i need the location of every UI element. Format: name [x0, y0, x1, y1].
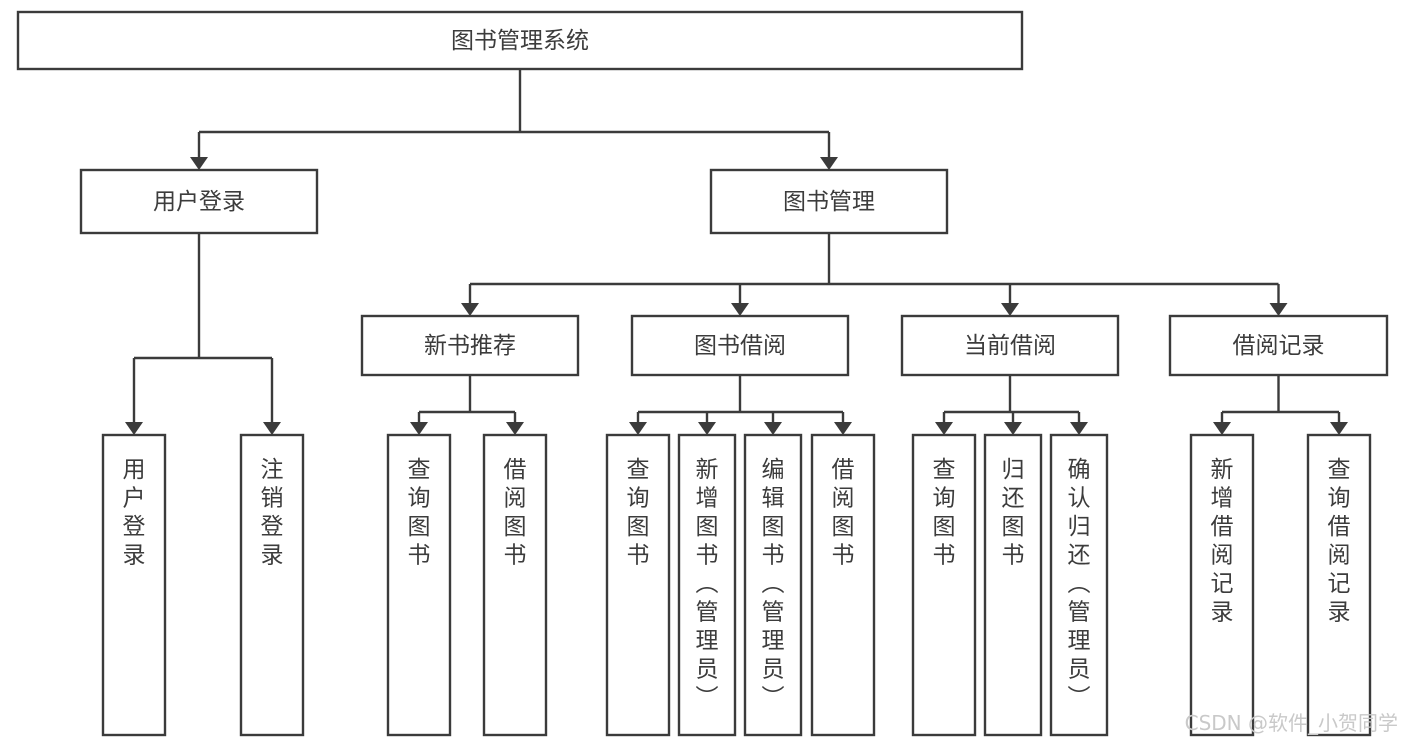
arrow-head-icon [834, 422, 852, 435]
node-box-leaf-borrow-book-1 [482, 433, 548, 737]
node-leaf-borrow-book-1[interactable]: 借阅图书 [482, 433, 548, 737]
arrow-head-icon [1269, 303, 1288, 316]
node-box-l3-current-borrow [900, 314, 1120, 377]
node-box-leaf-confirm-return [1049, 433, 1109, 737]
node-label-l3-new-book-rec: 新书推荐 [424, 333, 516, 359]
arrow-head-icon [461, 303, 479, 316]
node-label-l3-current-borrow: 当前借阅 [964, 333, 1056, 359]
node-label-l3-borrow-record: 借阅记录 [1233, 333, 1325, 359]
node-label-leaf-user-login: 用户登录 [123, 457, 146, 568]
node-box-l2-book-manage [709, 168, 949, 235]
node-label-leaf-edit-book: 编辑图书︵管理员︶ [762, 457, 785, 711]
csdn-watermark: CSDN @软件_小贺同学 [1185, 711, 1398, 735]
arrow-head-icon [820, 157, 838, 170]
node-leaf-query-book-1[interactable]: 查询图书 [386, 433, 452, 737]
node-label-root: 图书管理系统 [451, 28, 589, 54]
node-box-leaf-borrow-book-2 [810, 433, 876, 737]
node-box-l3-book-borrow [630, 314, 850, 377]
nodes-layer: 图书管理系统用户登录图书管理新书推荐图书借阅当前借阅借阅记录用户登录注销登录查询… [16, 10, 1389, 737]
node-box-leaf-add-record [1189, 433, 1255, 737]
node-box-l2-user-login [79, 168, 319, 235]
node-label-leaf-return-book: 归还图书 [1002, 457, 1025, 568]
node-label-leaf-query-book-1: 查询图书 [408, 457, 431, 568]
node-l3-book-borrow[interactable]: 图书借阅 [630, 314, 850, 377]
node-box-leaf-query-record [1306, 433, 1372, 737]
arrow-head-icon [506, 422, 524, 435]
edge-group-from-l2-book-manage [461, 233, 1288, 316]
node-box-leaf-query-book-2 [605, 433, 671, 737]
arrow-head-icon [698, 422, 716, 435]
node-leaf-return-book[interactable]: 归还图书 [983, 433, 1043, 737]
edge-group-from-l3-current-borrow [935, 375, 1088, 435]
node-label-l2-user-login: 用户登录 [153, 189, 245, 215]
node-label-l2-book-manage: 图书管理 [783, 189, 875, 215]
arrow-head-icon [190, 157, 208, 170]
node-leaf-query-book-2[interactable]: 查询图书 [605, 433, 671, 737]
arrow-head-icon [935, 422, 953, 435]
node-label-leaf-user-logout: 注销登录 [261, 457, 284, 568]
arrow-head-icon [1213, 422, 1231, 435]
node-label-leaf-add-book: 新增图书︵管理员︶ [696, 457, 719, 711]
node-leaf-user-logout[interactable]: 注销登录 [239, 433, 305, 737]
node-label-leaf-query-book-2: 查询图书 [627, 457, 650, 568]
node-label-leaf-query-book-3: 查询图书 [933, 457, 956, 568]
node-leaf-edit-book[interactable]: 编辑图书︵管理员︶ [743, 433, 803, 737]
node-box-l3-new-book-rec [360, 314, 580, 377]
node-leaf-user-login[interactable]: 用户登录 [101, 433, 167, 737]
node-leaf-add-book[interactable]: 新增图书︵管理员︶ [677, 433, 737, 737]
edges-layer [125, 69, 1348, 435]
node-leaf-query-book-3[interactable]: 查询图书 [911, 433, 977, 737]
node-leaf-query-record[interactable]: 查询借阅记录 [1306, 433, 1372, 737]
node-l3-borrow-record[interactable]: 借阅记录 [1168, 314, 1389, 377]
arrow-head-icon [1001, 303, 1019, 316]
node-box-leaf-query-book-1 [386, 433, 452, 737]
node-l2-user-login[interactable]: 用户登录 [79, 168, 319, 235]
arrow-head-icon [410, 422, 428, 435]
node-box-root [16, 10, 1024, 71]
arrow-head-icon [1004, 422, 1022, 435]
node-box-leaf-query-book-3 [911, 433, 977, 737]
node-root[interactable]: 图书管理系统 [16, 10, 1024, 71]
arrow-head-icon [629, 422, 647, 435]
node-label-leaf-query-record: 查询借阅记录 [1328, 457, 1351, 625]
node-l3-current-borrow[interactable]: 当前借阅 [900, 314, 1120, 377]
arrow-head-icon [263, 422, 281, 435]
edge-group-from-l3-new-book-rec [410, 375, 524, 435]
node-leaf-borrow-book-2[interactable]: 借阅图书 [810, 433, 876, 737]
arrow-head-icon [731, 303, 749, 316]
node-box-leaf-user-logout [239, 433, 305, 737]
node-label-leaf-borrow-book-1: 借阅图书 [504, 457, 527, 568]
node-box-leaf-add-book [677, 433, 737, 737]
node-l3-new-book-rec[interactable]: 新书推荐 [360, 314, 580, 377]
node-label-leaf-confirm-return: 确认归还︵管理员︶ [1068, 457, 1091, 711]
arrow-head-icon [1070, 422, 1088, 435]
edge-group-from-l3-book-borrow [629, 375, 852, 435]
node-box-leaf-return-book [983, 433, 1043, 737]
node-leaf-confirm-return[interactable]: 确认归还︵管理员︶ [1049, 433, 1109, 737]
node-label-leaf-add-record: 新增借阅记录 [1211, 457, 1234, 625]
node-leaf-add-record[interactable]: 新增借阅记录 [1189, 433, 1255, 737]
edge-group-from-l2-user-login [125, 233, 281, 435]
node-box-l3-borrow-record [1168, 314, 1389, 377]
arrow-head-icon [125, 422, 143, 435]
node-box-leaf-user-login [101, 433, 167, 737]
arrow-head-icon [764, 422, 782, 435]
edge-group-from-root [190, 69, 838, 170]
node-label-leaf-borrow-book-2: 借阅图书 [832, 457, 855, 568]
arrow-head-icon [1330, 422, 1348, 435]
node-label-l3-book-borrow: 图书借阅 [694, 333, 786, 359]
edge-group-from-l3-borrow-record [1213, 375, 1348, 435]
node-box-leaf-edit-book [743, 433, 803, 737]
node-l2-book-manage[interactable]: 图书管理 [709, 168, 949, 235]
